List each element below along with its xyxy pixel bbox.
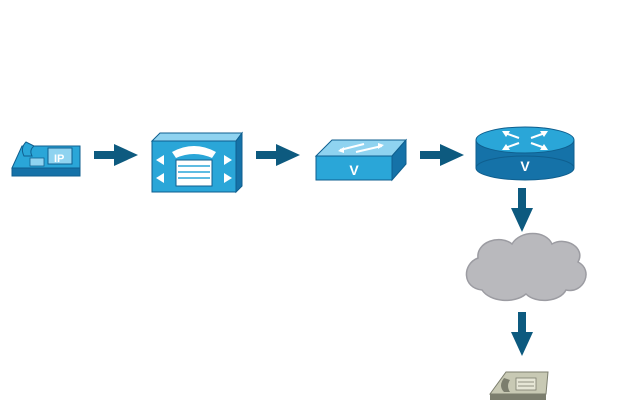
voice-router-label: V bbox=[520, 158, 530, 174]
arrow-callmanager-to-switch bbox=[256, 144, 300, 166]
ip-phone-handset bbox=[21, 141, 35, 157]
call-manager-arrow-right-bottom bbox=[224, 173, 232, 183]
ip-phone-keypad bbox=[29, 157, 45, 167]
arrow-phone-to-callmanager bbox=[94, 144, 138, 166]
cloud-shape bbox=[465, 232, 587, 302]
analog-phone-keypad bbox=[515, 377, 537, 391]
voice-switch-icon: V bbox=[314, 138, 408, 182]
cloud-icon bbox=[465, 232, 587, 302]
call-manager-icon bbox=[150, 131, 243, 194]
call-manager-arrow-left-bottom bbox=[156, 173, 164, 183]
call-manager-arrow-left-top bbox=[156, 155, 164, 165]
voice-switch-face bbox=[315, 155, 393, 181]
voice-router-top bbox=[475, 126, 575, 154]
call-manager-handset bbox=[172, 146, 216, 158]
voice-switch-label: V bbox=[349, 162, 359, 178]
voice-switch-top bbox=[314, 139, 408, 157]
ip-phone-label: IP bbox=[54, 153, 64, 165]
analog-phone-icon bbox=[489, 371, 549, 400]
voice-router-icon: V bbox=[475, 126, 575, 181]
voice-router-bottom bbox=[475, 155, 575, 181]
arrow-router-to-cloud bbox=[511, 188, 533, 232]
analog-phone-handset bbox=[501, 378, 510, 392]
ip-phone-icon: IP bbox=[11, 141, 81, 177]
arrow-switch-to-router bbox=[420, 144, 464, 166]
analog-phone-side bbox=[490, 394, 546, 400]
ip-phone-screen bbox=[47, 147, 73, 165]
call-manager-side bbox=[235, 131, 243, 194]
call-manager-top bbox=[150, 132, 243, 142]
call-manager-doc bbox=[175, 159, 213, 187]
call-manager-arrow-right-top bbox=[224, 155, 232, 165]
arrow-cloud-to-analog-phone bbox=[511, 312, 533, 356]
